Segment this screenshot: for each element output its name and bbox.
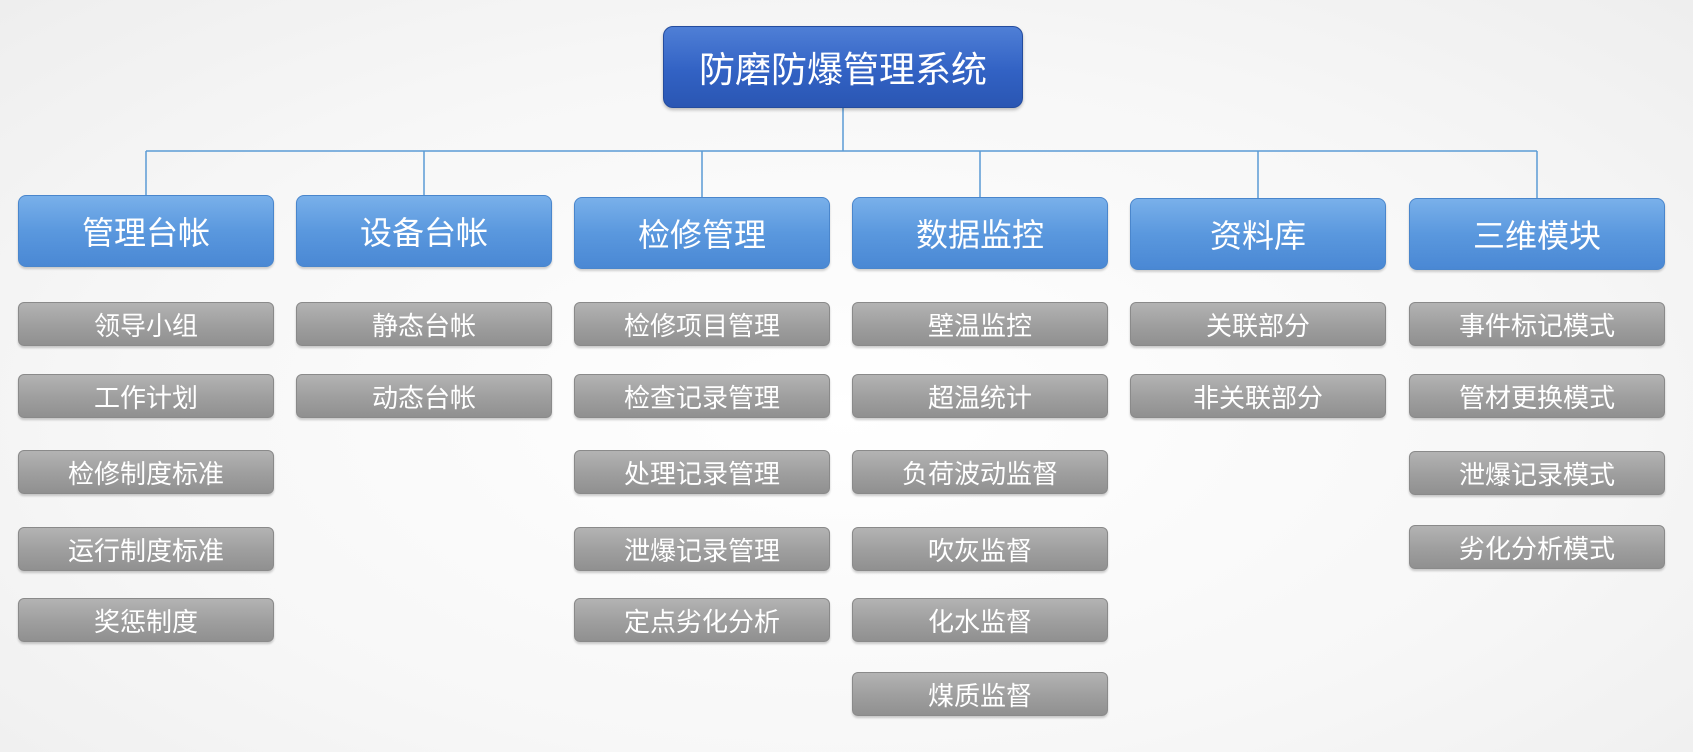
item-node-6-3: 泄爆记录模式	[1409, 451, 1665, 495]
item-node-4-1: 壁温监控	[852, 302, 1108, 346]
category-node-3: 检修管理	[574, 197, 830, 269]
item-node-6-2: 管材更换模式	[1409, 374, 1665, 418]
category-node-4: 数据监控	[852, 197, 1108, 269]
item-node-4-2: 超温统计	[852, 374, 1108, 418]
item-node-2-1: 静态台帐	[296, 302, 552, 346]
category-node-5: 资料库	[1130, 198, 1386, 270]
item-node-4-4: 吹灰监督	[852, 527, 1108, 571]
item-node-1-3: 检修制度标准	[18, 450, 274, 494]
item-node-3-4: 泄爆记录管理	[574, 527, 830, 571]
item-node-5-1: 关联部分	[1130, 302, 1386, 346]
item-node-3-1: 检修项目管理	[574, 302, 830, 346]
item-node-1-2: 工作计划	[18, 374, 274, 418]
item-node-3-5: 定点劣化分析	[574, 598, 830, 642]
category-node-6: 三维模块	[1409, 198, 1665, 270]
item-node-2-2: 动态台帐	[296, 374, 552, 418]
category-node-1: 管理台帐	[18, 195, 274, 267]
item-node-6-1: 事件标记模式	[1409, 302, 1665, 346]
item-node-6-4: 劣化分析模式	[1409, 525, 1665, 569]
root-node: 防磨防爆管理系统	[663, 26, 1023, 108]
item-node-5-2: 非关联部分	[1130, 374, 1386, 418]
item-node-1-5: 奖惩制度	[18, 598, 274, 642]
item-node-3-2: 检查记录管理	[574, 374, 830, 418]
item-node-1-1: 领导小组	[18, 302, 274, 346]
item-node-4-5: 化水监督	[852, 598, 1108, 642]
item-node-1-4: 运行制度标准	[18, 527, 274, 571]
category-node-2: 设备台帐	[296, 195, 552, 267]
item-node-3-3: 处理记录管理	[574, 450, 830, 494]
item-node-4-6: 煤质监督	[852, 672, 1108, 716]
item-node-4-3: 负荷波动监督	[852, 450, 1108, 494]
